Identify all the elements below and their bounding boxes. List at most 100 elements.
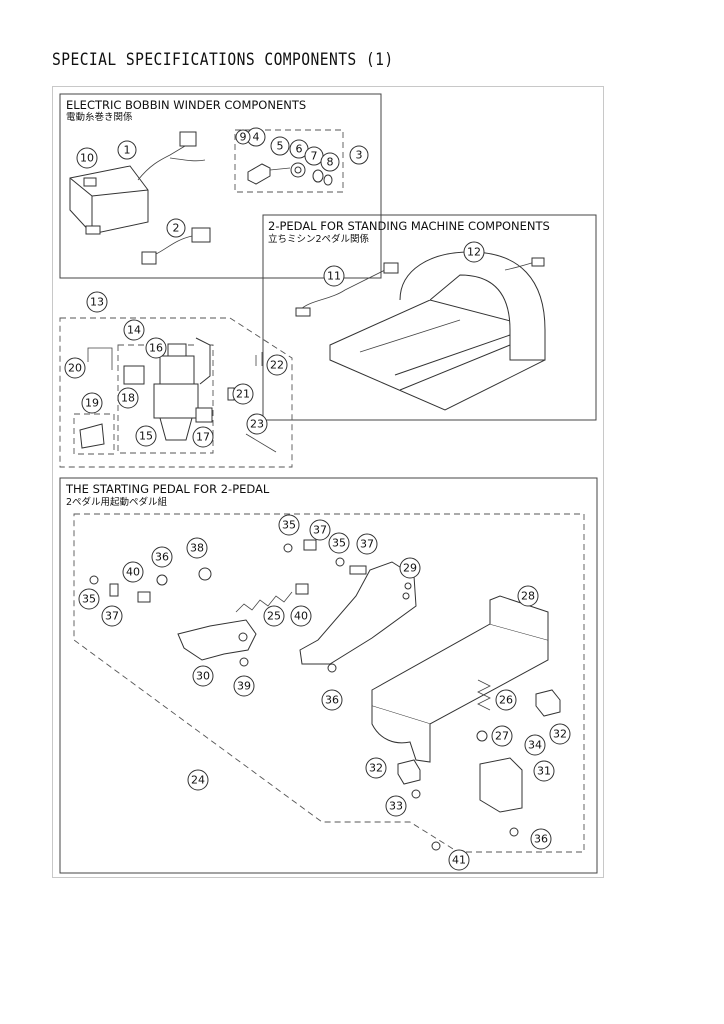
starting-pedal-section-title: THE STARTING PEDAL FOR 2-PEDAL xyxy=(66,482,270,496)
callout-7: 7 xyxy=(304,146,324,166)
callout-24: 24 xyxy=(187,769,209,791)
two-pedal-unit-drawing xyxy=(295,251,546,411)
callout-29: 29 xyxy=(399,557,421,579)
svg-text:22: 22 xyxy=(270,359,284,372)
callout-10: 10 xyxy=(76,147,98,169)
callout-36c: 36 xyxy=(530,828,552,850)
svg-text:20: 20 xyxy=(68,362,82,375)
svg-text:19: 19 xyxy=(85,397,99,410)
callout-37b: 37 xyxy=(309,519,331,541)
callout-31: 31 xyxy=(533,760,555,782)
svg-text:8: 8 xyxy=(327,156,334,169)
svg-text:39: 39 xyxy=(237,680,251,693)
callout-16: 16 xyxy=(145,337,167,359)
svg-text:35: 35 xyxy=(82,593,96,606)
svg-text:14: 14 xyxy=(127,324,141,337)
svg-text:37: 37 xyxy=(105,610,119,623)
bracket-subgroup-outline xyxy=(73,413,115,455)
svg-text:28: 28 xyxy=(521,590,535,603)
svg-text:1: 1 xyxy=(124,144,131,157)
starting-pedal-group-outline xyxy=(73,513,585,853)
callout-26: 26 xyxy=(495,689,517,711)
callout-40a: 40 xyxy=(122,561,144,583)
callout-35b: 35 xyxy=(278,514,300,536)
svg-text:32: 32 xyxy=(553,728,567,741)
callout-40b: 40 xyxy=(290,605,312,627)
svg-text:2: 2 xyxy=(173,222,180,235)
svg-text:26: 26 xyxy=(499,694,513,707)
svg-text:36: 36 xyxy=(325,694,339,707)
svg-text:6: 6 xyxy=(296,143,303,156)
callout-25: 25 xyxy=(263,605,285,627)
svg-text:24: 24 xyxy=(191,774,205,787)
two-pedal-section-title: 2-PEDAL FOR STANDING MACHINE COMPONENTS xyxy=(268,219,550,233)
svg-text:21: 21 xyxy=(236,388,250,401)
svg-text:34: 34 xyxy=(528,739,542,752)
callout-36a: 36 xyxy=(151,546,173,568)
callout-37a: 37 xyxy=(101,605,123,627)
svg-text:38: 38 xyxy=(190,542,204,555)
callout-36b: 36 xyxy=(321,689,343,711)
callout-21: 21 xyxy=(232,383,254,405)
svg-text:4: 4 xyxy=(253,131,260,144)
svg-text:29: 29 xyxy=(403,562,417,575)
svg-text:35: 35 xyxy=(282,519,296,532)
svg-text:37: 37 xyxy=(360,538,374,551)
svg-text:12: 12 xyxy=(467,246,481,259)
svg-text:9: 9 xyxy=(240,131,247,144)
callout-37c: 37 xyxy=(356,533,378,555)
svg-text:40: 40 xyxy=(294,610,308,623)
callout-2: 2 xyxy=(166,218,186,238)
bobbin-section-title: ELECTRIC BOBBIN WINDER COMPONENTS xyxy=(66,98,307,112)
callout-28: 28 xyxy=(517,585,539,607)
callout-8: 8 xyxy=(320,152,340,172)
starting-pedal-drawing xyxy=(89,539,561,851)
callout-32b: 32 xyxy=(549,723,571,745)
callout-33: 33 xyxy=(385,795,407,817)
callout-3: 3 xyxy=(349,145,369,165)
callout-35c: 35 xyxy=(328,532,350,554)
svg-text:25: 25 xyxy=(267,610,281,623)
page-title: SPECIAL SPECIFICATIONS COMPONENTS (1) xyxy=(52,50,394,70)
svg-text:10: 10 xyxy=(80,152,94,165)
callout-38: 38 xyxy=(186,537,208,559)
svg-text:31: 31 xyxy=(537,765,551,778)
svg-text:23: 23 xyxy=(250,418,264,431)
callout-9: 9 xyxy=(235,129,251,145)
callout-11: 11 xyxy=(323,265,345,287)
callout-32a: 32 xyxy=(365,757,387,779)
callout-30: 30 xyxy=(192,665,214,687)
svg-text:3: 3 xyxy=(356,149,363,162)
svg-text:37: 37 xyxy=(313,524,327,537)
diagram-frame xyxy=(52,86,604,878)
bobbin-section-subtitle: 電動糸巻き関係 xyxy=(66,112,133,123)
callout-17: 17 xyxy=(192,426,214,448)
svg-text:32: 32 xyxy=(369,762,383,775)
svg-text:27: 27 xyxy=(495,730,509,743)
svg-text:16: 16 xyxy=(149,342,163,355)
callout-39: 39 xyxy=(233,675,255,697)
svg-text:15: 15 xyxy=(139,430,153,443)
bobbin-winder-unit-drawing xyxy=(69,131,206,235)
callout-34: 34 xyxy=(524,734,546,756)
starting-pedal-section-box xyxy=(59,477,598,874)
callout-15: 15 xyxy=(135,425,157,447)
callout-18: 18 xyxy=(117,387,139,409)
two-pedal-section-box xyxy=(262,214,597,421)
bobbin-section-box xyxy=(59,93,382,279)
svg-text:11: 11 xyxy=(327,270,341,283)
callout-22: 22 xyxy=(266,354,288,376)
callout-27: 27 xyxy=(491,725,513,747)
callout-20: 20 xyxy=(64,357,86,379)
callout-12: 12 xyxy=(463,241,485,263)
svg-text:5: 5 xyxy=(277,140,284,153)
svg-text:35: 35 xyxy=(332,537,346,550)
svg-text:41: 41 xyxy=(452,854,466,867)
svg-text:33: 33 xyxy=(389,800,403,813)
svg-text:36: 36 xyxy=(534,833,548,846)
svg-text:7: 7 xyxy=(311,150,318,163)
callout-1: 1 xyxy=(117,140,137,160)
callout-5: 5 xyxy=(270,136,290,156)
svg-text:18: 18 xyxy=(121,392,135,405)
